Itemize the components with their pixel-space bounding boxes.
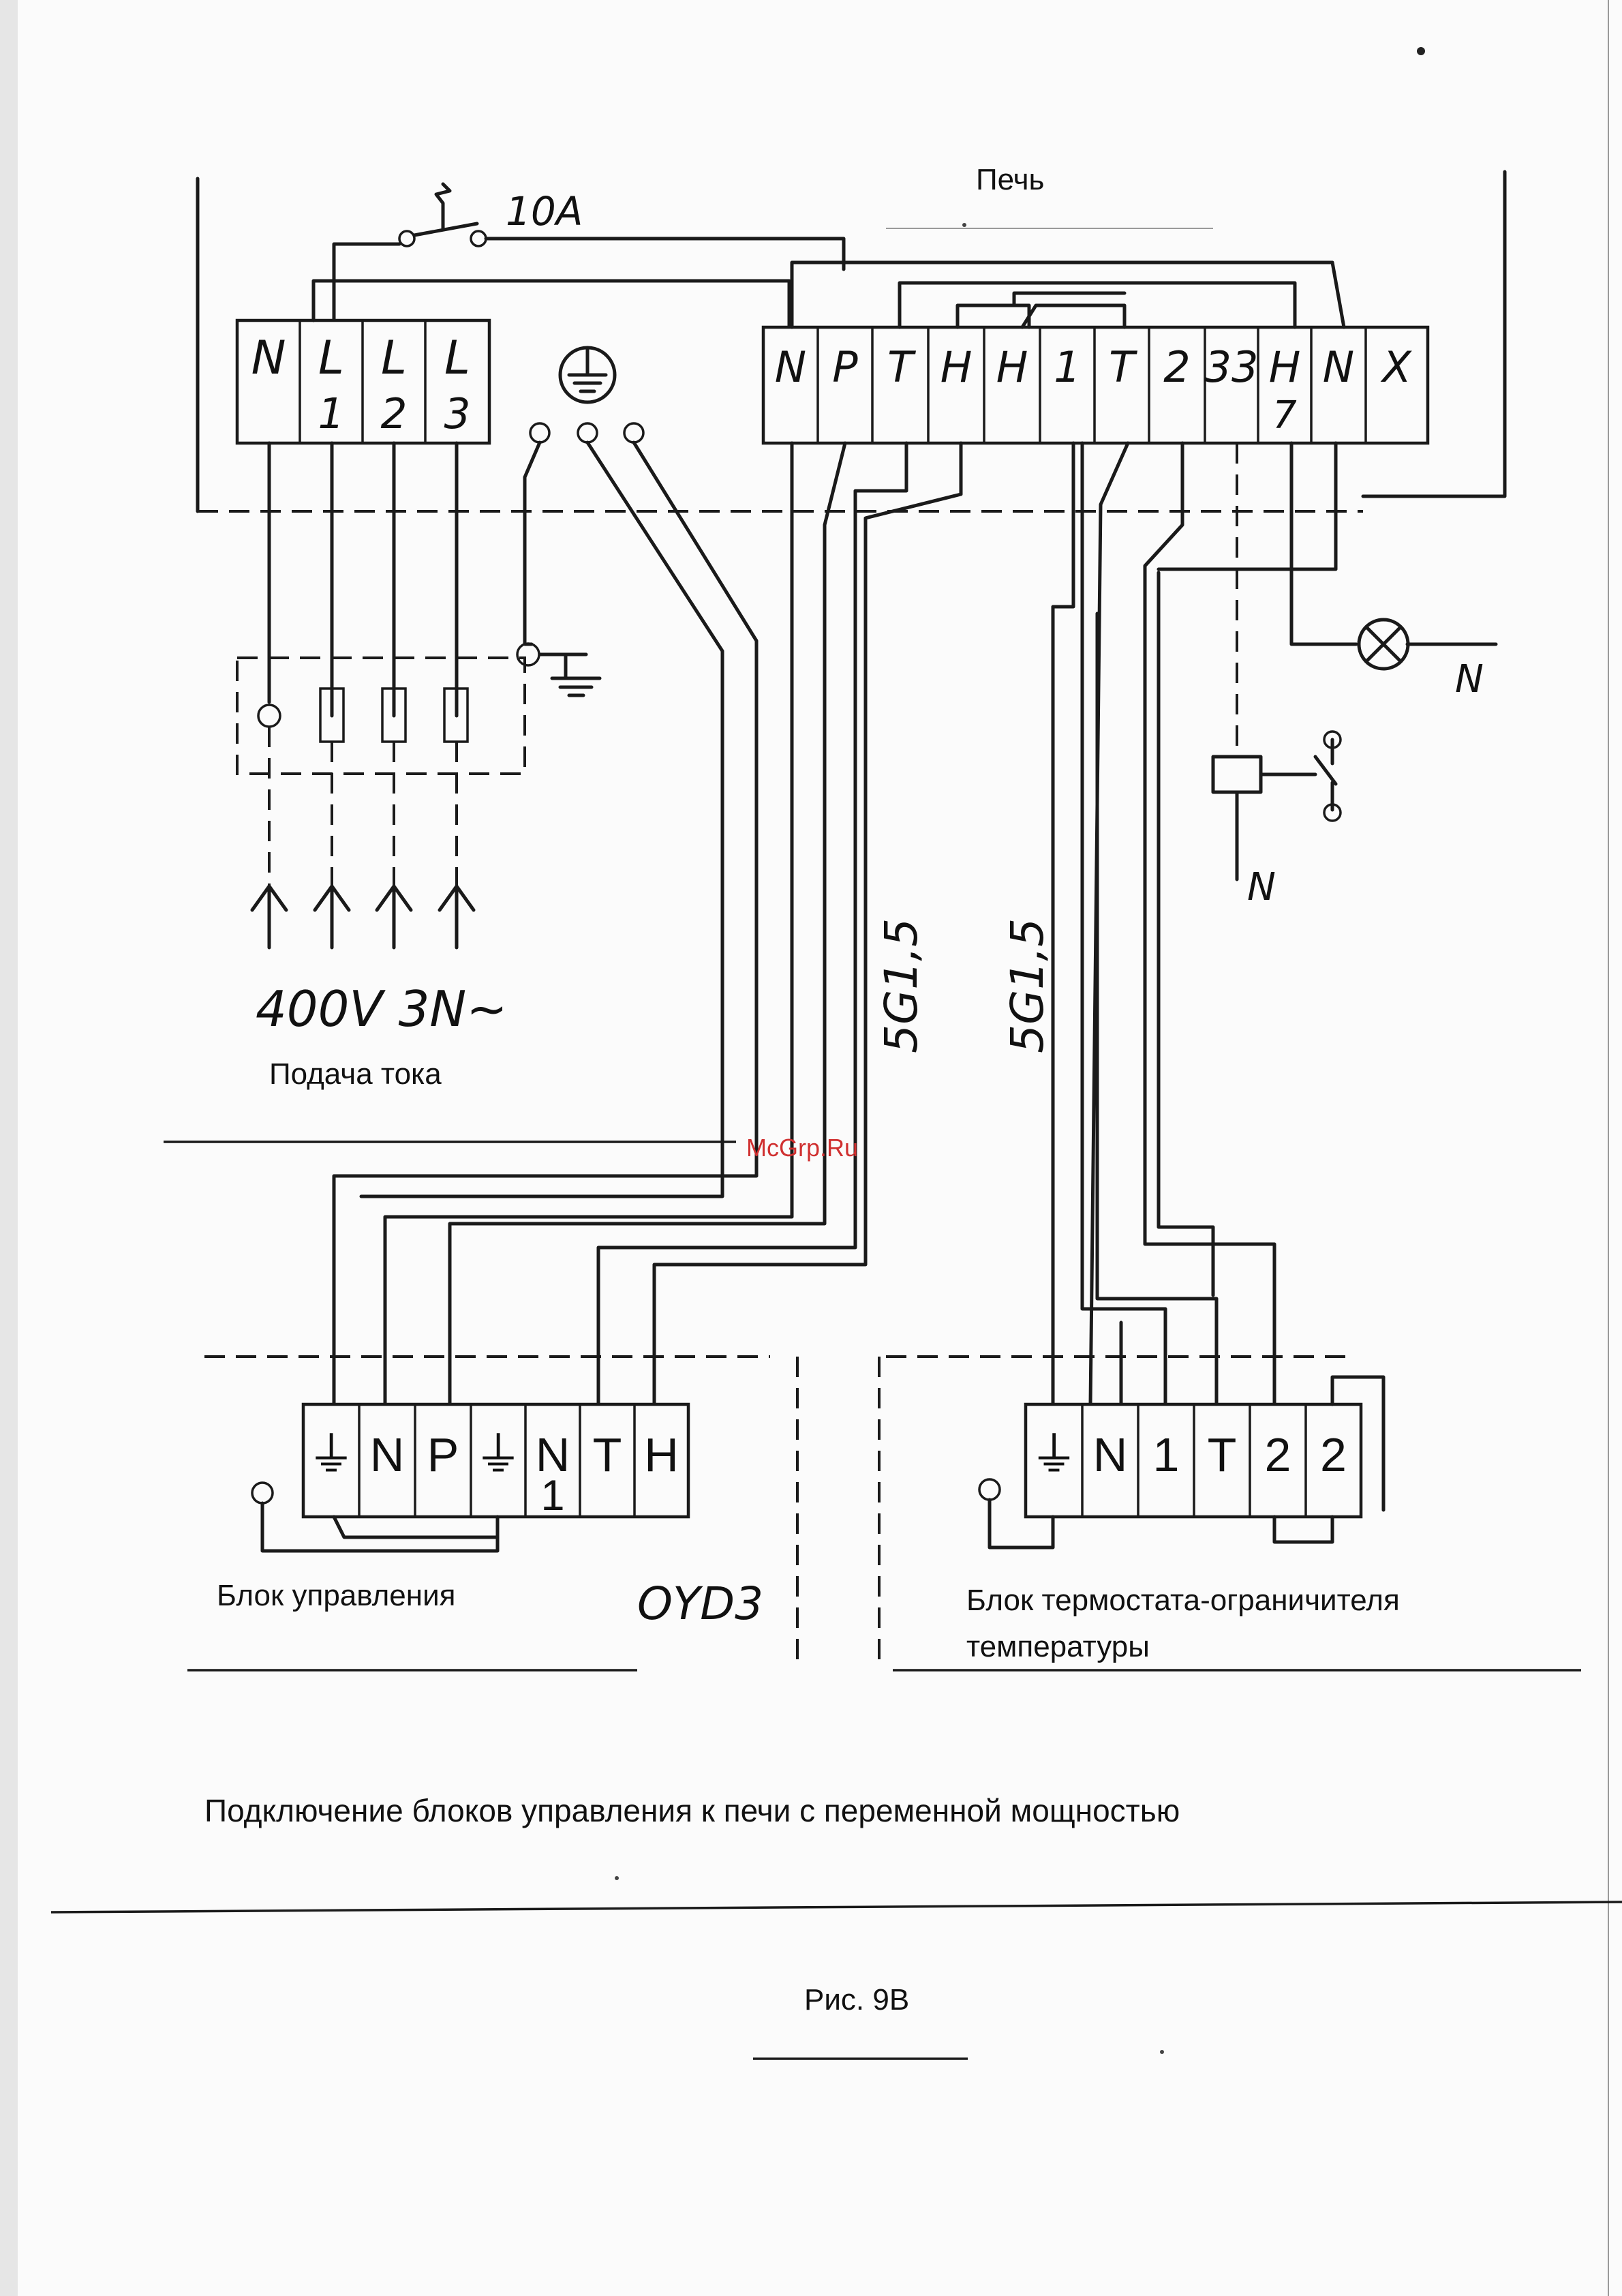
control-unit-code: OYD3 (637, 1577, 763, 1630)
supply-terminal-sublabel-4: 3 (444, 390, 471, 438)
supply-arrows (252, 727, 474, 948)
lamp-neutral-label: N (1455, 657, 1484, 701)
oven-terminal-label-10: H (1269, 342, 1301, 392)
thermostat-terminal-label-4: T (1208, 1428, 1237, 1481)
ground-symbol (517, 644, 600, 695)
oven-terminal-label-9: 33 (1205, 342, 1259, 392)
cable-a-wire-p (450, 443, 845, 1404)
relay-coil-icon (1213, 731, 1341, 852)
fuse-box (237, 658, 525, 774)
protective-earth-wire (525, 442, 586, 654)
supply-voltage: 400V 3N~ (256, 980, 508, 1038)
control-terminal-sublabel-5: 1 (540, 1472, 564, 1520)
supply-caption: Подача тока (269, 1057, 442, 1091)
oven-terminal-label-6: 1 (1054, 342, 1080, 392)
separator-line-4 (51, 1902, 1622, 1912)
control-terminal-label-1: ⏚ (307, 1428, 355, 1481)
scan-speck (615, 1876, 619, 1880)
oven-n-wire (1159, 443, 1336, 569)
control-terminal-label-4: ⏚ (474, 1428, 522, 1481)
supply-terminal-sublabel-3: 2 (381, 390, 408, 438)
supply-terminal-label-3: L (381, 331, 407, 385)
cable-a-wire-t (598, 443, 906, 1404)
signal-lamp-icon (1359, 620, 1408, 669)
oven-terminal-label-4: H (940, 342, 973, 392)
control-terminal-label-3: P (427, 1428, 459, 1481)
cable-b-wire-1 (1053, 443, 1073, 1404)
figure-number: Рис. 9B (804, 1983, 909, 2016)
control-terminal-label-7: H (644, 1428, 679, 1481)
control-terminal-label-6: T (593, 1428, 622, 1481)
figure-caption: Подключение блоков управления к печи с п… (204, 1793, 1180, 1828)
oven-internal-bridge (792, 262, 1344, 327)
cable-b-wire-22 (1159, 573, 1213, 1295)
thermostat-terminal-label-3: 1 (1153, 1428, 1180, 1481)
oven-terminal-label-5: H (996, 342, 1028, 392)
earth-terminal (530, 348, 643, 442)
supply-terminal-label-2: L (318, 331, 344, 385)
control-terminal-label-2: N (370, 1428, 405, 1481)
lamp-wire (1291, 443, 1452, 644)
control-unit-label: Блок управления (217, 1579, 455, 1612)
scan-edge-left (0, 0, 18, 2296)
thermostat-unit-label-line2: температуры (966, 1630, 1150, 1663)
supply-terminal-label-1: N (251, 331, 286, 385)
breaker-rating: 10A (506, 188, 583, 235)
cable-b-wire-2 (1145, 443, 1274, 1404)
cable-b-label: 5G1,5 (1001, 918, 1054, 1053)
supply-terminal-label-4: L (444, 331, 470, 385)
cable-a-label: 5G1,5 (875, 918, 928, 1053)
oven-terminal-label-3: T (887, 342, 916, 392)
scan-speck (1160, 2050, 1164, 2054)
cable-a-wire-n (385, 443, 792, 1404)
thermostat-terminal-label-5: 2 (1265, 1428, 1291, 1481)
breaker-switch (334, 184, 844, 320)
thermostat-terminal-label-2: N (1093, 1428, 1128, 1481)
oven-terminal-label-7: T (1109, 342, 1137, 392)
thermostat-terminal-label-1: ⏚ (1030, 1428, 1078, 1481)
oven-terminal-label-2: P (832, 342, 858, 392)
scan-speck (962, 223, 966, 227)
oven-terminal-sublabel-10: 7 (1272, 393, 1297, 438)
oven-label: Печь (976, 163, 1044, 196)
oven-terminal-label-11: N (1323, 342, 1354, 392)
thermostat-unit-label-line1: Блок термостата-ограничителя (966, 1584, 1400, 1617)
thermostat-terminal-label-6: 2 (1320, 1428, 1347, 1481)
oven-terminal-label-8: 2 (1163, 342, 1190, 392)
scan-speck (1417, 47, 1425, 55)
cable-a-wire-earth (334, 442, 756, 1404)
oven-terminal-label-12: X (1380, 342, 1412, 392)
supply-terminal-sublabel-2: 1 (318, 390, 345, 438)
relay-neutral-label: N (1247, 865, 1276, 909)
oven-terminal-label-1: N (775, 342, 806, 392)
watermark: McGrp.Ru (746, 1134, 858, 1162)
